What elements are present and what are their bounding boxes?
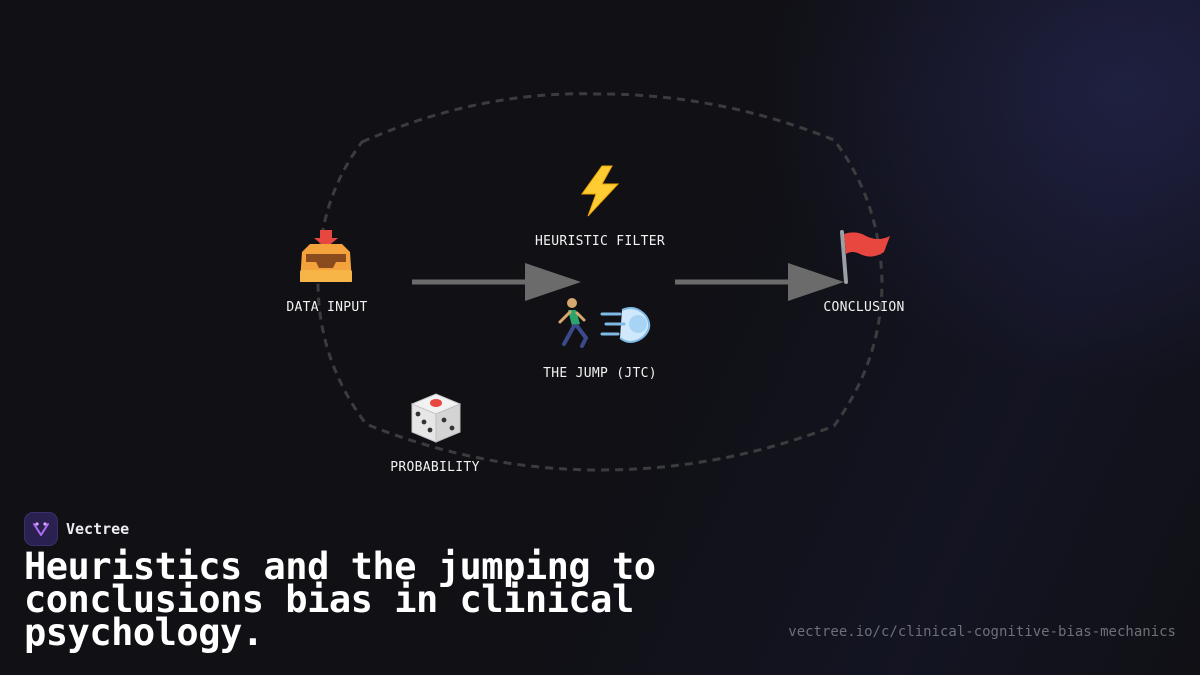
source-url[interactable]: vectree.io/c/clinical-cognitive-bias-mec… (788, 624, 1176, 640)
node-label-probability: PROBABILITY (390, 460, 480, 475)
lightning-icon (581, 165, 620, 217)
node-label-heuristic-filter: HEURISTIC FILTER (534, 234, 666, 249)
runner-dash-icon (558, 298, 651, 348)
arrow-jump-to-conclusion (675, 263, 844, 301)
node-label-data-input: DATA INPUT (286, 300, 368, 315)
dashed-boundary (316, 92, 884, 472)
dice-icon (410, 393, 462, 443)
node-label-conclusion: CONCLUSION (823, 300, 905, 315)
brand: Vectree (24, 512, 129, 546)
red-flag-icon (840, 230, 890, 284)
vectree-logo-icon (24, 512, 58, 546)
arrow-data-to-jump (412, 263, 581, 301)
inbox-tray-icon (300, 230, 352, 282)
page-title: Heuristics and the jumping to conclusion… (24, 545, 656, 654)
brand-name: Vectree (66, 520, 130, 538)
node-label-the-jump: THE JUMP (JTC) (543, 366, 657, 381)
